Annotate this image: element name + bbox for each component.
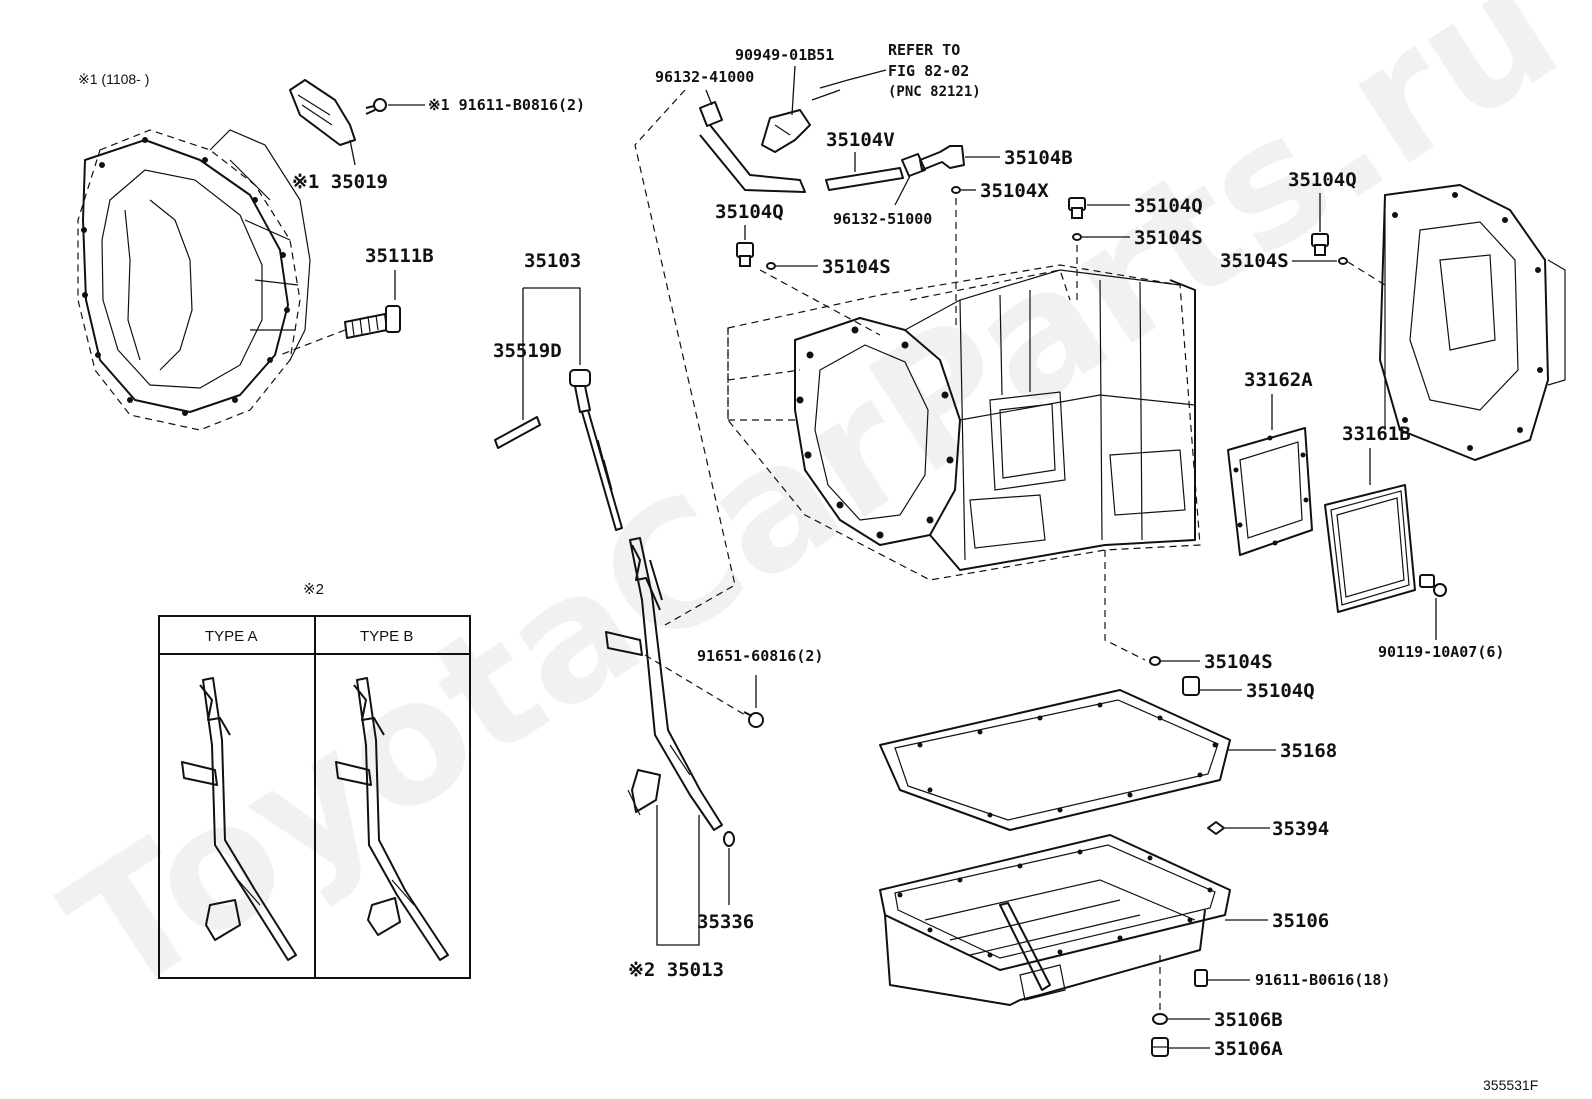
inset-type-a: TYPE A bbox=[205, 628, 258, 645]
gasket-33162a[interactable] bbox=[1227, 427, 1313, 556]
bolt-91611-b0816[interactable] bbox=[365, 98, 387, 115]
clamp-96132-51000[interactable] bbox=[901, 153, 926, 177]
extension-housing[interactable] bbox=[1379, 184, 1566, 461]
gasket-35104s-b[interactable] bbox=[1072, 233, 1082, 241]
label-35104v: 35104V bbox=[826, 129, 895, 151]
oring-35336[interactable] bbox=[723, 831, 735, 847]
plug-35104q-a[interactable] bbox=[736, 242, 754, 267]
label-91651-60816: 91651-60816(2) bbox=[697, 647, 823, 665]
label-33161b: 33161B bbox=[1342, 423, 1411, 445]
gasket-35104s-c[interactable] bbox=[1338, 257, 1348, 265]
bolt-35111b[interactable] bbox=[344, 305, 401, 339]
transmission-case[interactable] bbox=[727, 264, 1201, 581]
label-35394: 35394 bbox=[1272, 818, 1329, 840]
label-35104q-d: 35104Q bbox=[1246, 680, 1315, 702]
inset-mark: ※2 bbox=[303, 581, 324, 598]
union-35104b[interactable] bbox=[919, 145, 965, 171]
watermark: ToyotaCarParts.ru bbox=[34, 0, 1591, 1034]
label-35103: 35103 bbox=[524, 250, 581, 272]
label-35106: 35106 bbox=[1272, 910, 1329, 932]
clip-96132-41000[interactable] bbox=[699, 101, 723, 127]
bolt-91611-b0616[interactable] bbox=[1194, 969, 1208, 987]
tube-type-a[interactable] bbox=[181, 677, 297, 961]
label-96132-41000: 96132-41000 bbox=[655, 68, 754, 86]
bolt-90119-10a07[interactable] bbox=[1419, 574, 1447, 597]
tag-35519d[interactable] bbox=[494, 416, 541, 449]
label-35104x: 35104X bbox=[980, 180, 1049, 202]
label-35104s-d: 35104S bbox=[1204, 651, 1273, 673]
figure-id: 355531F bbox=[1483, 1077, 1538, 1093]
label-91611-b0816: ※1 91611-B0816(2) bbox=[428, 96, 585, 114]
bracket-35019[interactable] bbox=[289, 79, 356, 146]
filler-tube-35013[interactable] bbox=[605, 537, 723, 831]
label-35104q-c: 35104Q bbox=[1288, 169, 1357, 191]
inset-box bbox=[158, 615, 471, 979]
label-35019: ※1 35019 bbox=[292, 171, 388, 193]
clamp-90949-01b51[interactable] bbox=[761, 109, 811, 153]
drain-plug-35106a[interactable] bbox=[1151, 1037, 1169, 1057]
bolt-91651-60816[interactable] bbox=[743, 711, 764, 728]
label-35106b: 35106B bbox=[1214, 1009, 1283, 1031]
pipe-35104v[interactable] bbox=[825, 167, 904, 191]
label-35104s-a: 35104S bbox=[822, 256, 891, 278]
label-35104s-c: 35104S bbox=[1220, 250, 1289, 272]
refer-line-1: REFER TO bbox=[888, 41, 960, 59]
label-35168: 35168 bbox=[1280, 740, 1337, 762]
label-35519d: 35519D bbox=[493, 340, 562, 362]
plug-35104q-c[interactable] bbox=[1311, 233, 1329, 256]
label-35106a: 35106A bbox=[1214, 1038, 1283, 1060]
gasket-35104s-a[interactable] bbox=[766, 262, 776, 270]
gasket-35106b[interactable] bbox=[1152, 1013, 1168, 1025]
dipstick-35103[interactable] bbox=[569, 369, 623, 531]
label-90949-01b51: 90949-01B51 bbox=[735, 46, 834, 64]
label-33162a: 33162A bbox=[1244, 369, 1313, 391]
gasket-33161b[interactable] bbox=[1324, 484, 1416, 613]
label-35111b: 35111B bbox=[365, 245, 434, 267]
label-35013: ※2 35013 bbox=[628, 959, 724, 981]
pan-gasket-35168[interactable] bbox=[879, 689, 1231, 831]
oil-pan-35106[interactable] bbox=[879, 834, 1231, 1006]
label-91611-b0616: 91611-B0616(18) bbox=[1255, 971, 1390, 989]
refer-line-3: (PNC 82121) bbox=[888, 84, 981, 100]
converter-housing[interactable] bbox=[77, 129, 311, 431]
gasket-35104s-d[interactable] bbox=[1149, 656, 1161, 666]
note-1108: ※1 (1108- ) bbox=[78, 71, 149, 87]
label-35104s-b: 35104S bbox=[1134, 227, 1203, 249]
magnet-35394[interactable] bbox=[1207, 821, 1225, 835]
label-35104q-a: 35104Q bbox=[715, 201, 784, 223]
plug-35104q-d[interactable] bbox=[1182, 676, 1200, 696]
label-96132-51000: 96132-51000 bbox=[833, 210, 932, 228]
breather-hose[interactable] bbox=[699, 124, 806, 193]
label-35104b: 35104B bbox=[1004, 147, 1073, 169]
plug-35104q-b[interactable] bbox=[1068, 197, 1086, 219]
label-35104q-b: 35104Q bbox=[1134, 195, 1203, 217]
tube-type-b[interactable] bbox=[335, 677, 449, 961]
inset-type-b: TYPE B bbox=[360, 628, 413, 645]
gasket-35104x[interactable] bbox=[951, 186, 961, 194]
label-90119-10a07: 90119-10A07(6) bbox=[1378, 643, 1504, 661]
label-35336: 35336 bbox=[697, 911, 754, 933]
refer-line-2: FIG 82-02 bbox=[888, 62, 969, 80]
